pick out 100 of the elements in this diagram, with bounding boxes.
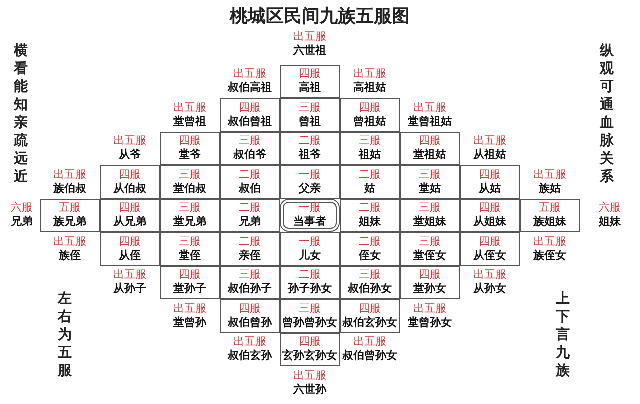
degree-text: 四服 — [179, 134, 201, 148]
degree-text: 三服 — [419, 168, 441, 182]
relation-name: 从祖姑 — [474, 148, 506, 162]
degree-text: 五服 — [539, 201, 561, 216]
relation-name: 曾祖姑 — [354, 114, 386, 129]
kinship-cell — [280, 165, 340, 198]
degree-text: 四服 — [239, 302, 261, 316]
degree-text: 三服 — [299, 302, 321, 316]
kinship-cell — [160, 198, 220, 232]
relation-name: 从侄 — [119, 248, 141, 263]
degree-text: 四服 — [179, 268, 201, 282]
relation-name: 侄女 — [359, 248, 381, 263]
degree-text: 三服 — [359, 268, 381, 282]
relation-name: 从孙子 — [114, 282, 146, 296]
kinship-cell — [340, 132, 400, 165]
relation-name: 族姑 — [539, 182, 561, 196]
relation-name: 族兄弟 — [54, 215, 86, 230]
relation-name: 从姑 — [479, 182, 501, 196]
relation-name: 堂曾祖 — [174, 114, 206, 129]
degree-text: 二服 — [239, 201, 261, 216]
degree-text: 出五服 — [414, 100, 446, 115]
kinship-cell — [340, 98, 400, 132]
self-cell — [283, 202, 337, 229]
kinship-cell — [460, 198, 520, 232]
kinship-cell — [280, 98, 340, 132]
kinship-cell — [400, 132, 460, 165]
degree-text: 出五服 — [234, 335, 266, 350]
kinship-cell — [280, 132, 340, 165]
degree-text: 出五服 — [474, 268, 506, 282]
degree-text: 三服 — [239, 134, 261, 148]
side-note: 左右为五服 — [58, 290, 73, 380]
degree-text: 一服 — [299, 234, 321, 249]
relation-name: 堂曾孙 — [174, 316, 206, 330]
kinship-cell — [280, 299, 340, 332]
degree-text: 四服 — [299, 335, 321, 350]
relation-name: 亲侄 — [239, 248, 261, 263]
relation-name: 叔伯玄孙 — [228, 349, 272, 364]
relation-name: 玄孙玄孙女 — [282, 349, 338, 364]
kinship-cell — [520, 198, 580, 232]
relation-name: 孙子孙女 — [288, 282, 332, 296]
kinship-cell — [160, 165, 220, 198]
degree-text: 出五服 — [114, 134, 146, 148]
degree-text: 四服 — [359, 100, 381, 115]
relation-name: 叔伯 — [239, 182, 261, 196]
degree-text: 二服 — [239, 168, 261, 182]
degree-text: 四服 — [479, 201, 501, 216]
degree-text: 六服 — [599, 201, 621, 216]
degree-text: 四服 — [299, 67, 321, 82]
relation-name: 族姐妹 — [534, 215, 566, 230]
degree-text: 出五服 — [294, 368, 326, 383]
relation-name: 族侄 — [59, 248, 81, 263]
degree-text: 三服 — [239, 268, 261, 282]
degree-text: 六服 — [11, 201, 33, 216]
degree-text: 三服 — [419, 234, 441, 249]
degree-text: 出五服 — [174, 100, 206, 115]
relation-name: 叔伯曾孙 — [228, 316, 272, 330]
relation-name: 兄弟 — [11, 215, 33, 230]
degree-text: 四服 — [419, 134, 441, 148]
relation-name: 从伯叔 — [114, 182, 146, 196]
relation-name: 从兄弟 — [114, 215, 146, 230]
kinship-cell — [220, 299, 280, 332]
kinship-cell — [280, 266, 340, 299]
degree-text: 出五服 — [354, 67, 386, 82]
relation-name: 堂曾孙女 — [408, 316, 452, 330]
degree-text: 出五服 — [534, 168, 566, 182]
degree-text: 三服 — [179, 201, 201, 216]
degree-text: 四服 — [119, 168, 141, 182]
kinship-cell — [100, 165, 160, 198]
relation-name: 儿女 — [299, 248, 321, 263]
relation-name: 六世孙 — [294, 382, 326, 397]
relation-name: 叔伯孙子 — [228, 282, 272, 296]
relation-name: 叔伯高祖 — [228, 81, 272, 96]
title: 桃城区民间九族五服图 — [228, 5, 411, 28]
relation-name: 叔伯爷 — [234, 148, 266, 162]
kinship-cell — [160, 232, 220, 266]
kinship-cell — [160, 266, 220, 299]
degree-text: 四服 — [239, 100, 261, 115]
degree-text: 三服 — [299, 100, 321, 115]
relation-name: 高祖姑 — [354, 81, 386, 96]
relation-name: 从侄女 — [474, 248, 506, 263]
kinship-cell — [220, 232, 280, 266]
kinship-cell — [400, 266, 460, 299]
degree-text: 出五服 — [114, 268, 146, 282]
kinship-cell — [400, 165, 460, 198]
kinship-cell — [280, 64, 340, 98]
relation-name: 叔伯曾祖 — [228, 114, 272, 129]
relation-name: 堂祖姑 — [414, 148, 446, 162]
kinship-cell — [400, 198, 460, 232]
relation-name: 叔伯玄孙女 — [342, 316, 398, 330]
kinship-cell — [160, 132, 220, 165]
kinship-cell — [220, 165, 280, 198]
relation-name: 父亲 — [299, 182, 321, 196]
degree-text: 出五服 — [174, 302, 206, 316]
side-note: 横看能知亲疏远近 — [14, 42, 29, 186]
relation-name: 堂姑 — [419, 182, 441, 196]
degree-text: 出五服 — [54, 234, 86, 249]
kinship-cell — [460, 232, 520, 266]
degree-text: 出五服 — [294, 30, 326, 44]
relation-name: 曾孙曾孙女 — [282, 316, 338, 330]
relation-name: 堂兄弟 — [174, 215, 206, 230]
